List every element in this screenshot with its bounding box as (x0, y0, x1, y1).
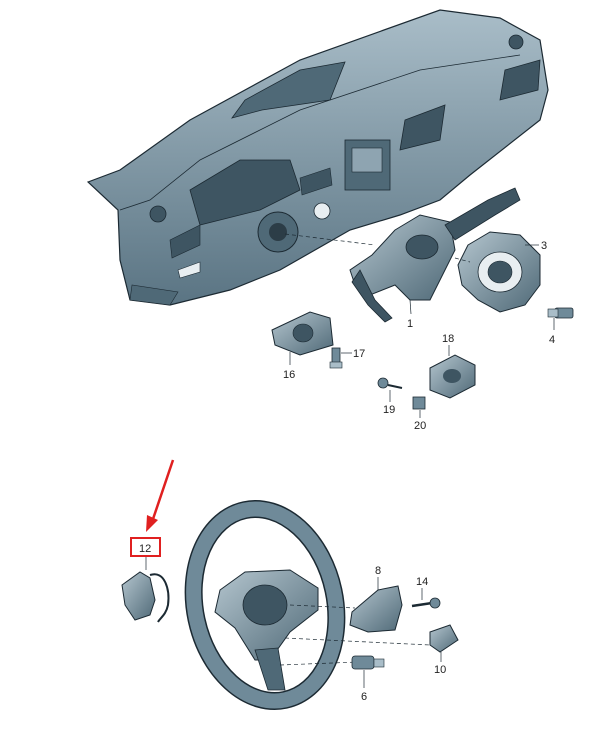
switch-part-10 (429, 624, 459, 653)
label-14[interactable]: 14 (416, 576, 428, 588)
label-16[interactable]: 16 (283, 369, 295, 381)
dashboard-panel (86, 9, 549, 306)
label-17[interactable]: 17 (353, 348, 365, 360)
assembly-line-column (284, 233, 376, 246)
label-10[interactable]: 10 (434, 664, 446, 676)
label-8[interactable]: 8 (375, 565, 381, 577)
wiring-harness-part-12 (121, 571, 170, 623)
highlight-box (130, 537, 161, 557)
label-18[interactable]: 18 (442, 333, 454, 345)
trim-part-8 (349, 585, 403, 633)
label-3[interactable]: 3 (541, 240, 547, 252)
label-20[interactable]: 20 (414, 420, 426, 432)
clip-part-20 (412, 396, 426, 410)
bracket-part-16 (271, 311, 334, 356)
label-12[interactable]: 12 (139, 543, 151, 555)
highlight-arrow (146, 459, 175, 532)
screw-part-4 (547, 307, 574, 319)
label-6[interactable]: 6 (361, 691, 367, 703)
screw-part-17 (329, 347, 343, 369)
clock-spring-part (457, 231, 541, 313)
steering-wheel (184, 500, 346, 710)
label-1[interactable]: 1 (407, 318, 413, 330)
label-19[interactable]: 19 (383, 404, 395, 416)
screw-part-14 (411, 597, 441, 609)
control-unit-part-18 (429, 354, 476, 399)
screw-part-19 (377, 377, 403, 389)
connector-part-6 (351, 655, 385, 670)
combination-switch-part (349, 187, 521, 323)
label-4[interactable]: 4 (549, 334, 555, 346)
